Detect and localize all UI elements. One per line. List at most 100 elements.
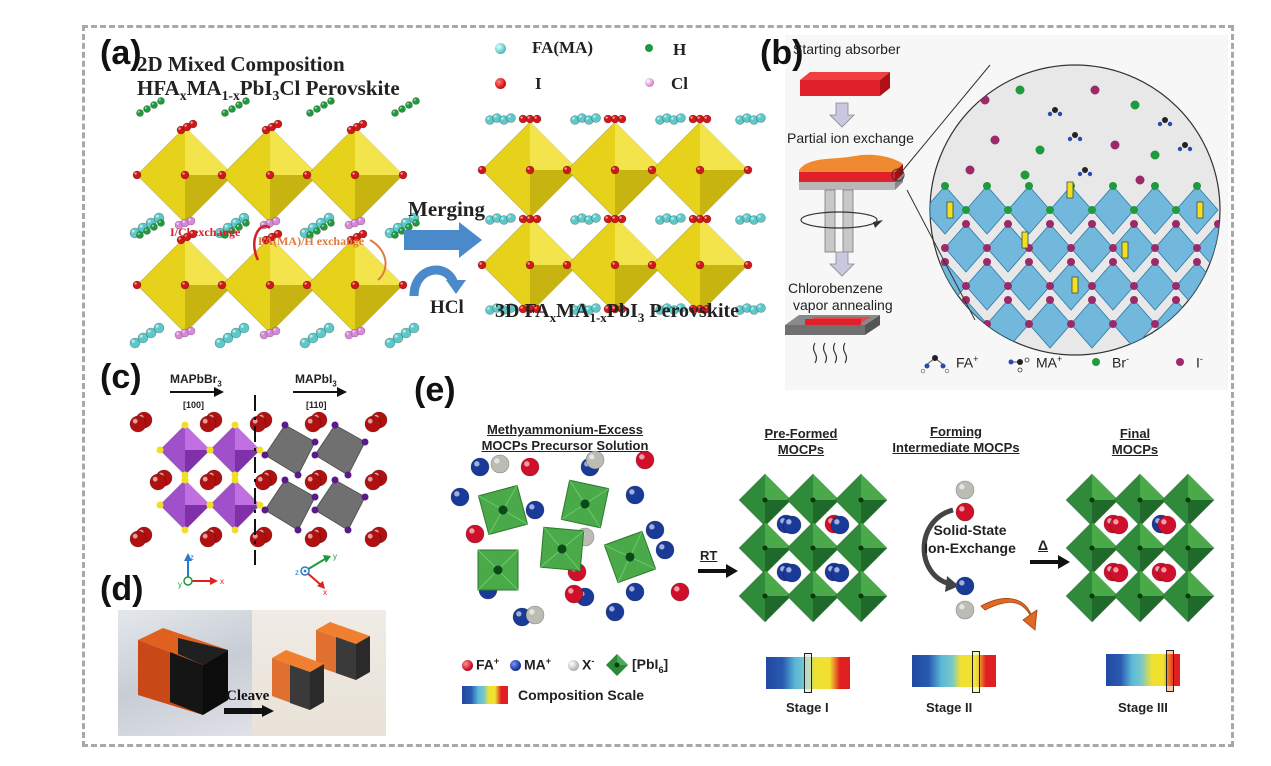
atom-highlight [360,231,363,234]
atom-highlight [664,215,667,218]
organic-cation [1072,132,1078,138]
atom-highlight [479,262,482,265]
iodide-atom [344,526,352,534]
composition-scale-bar [462,686,508,704]
atom-highlight [786,519,792,525]
bromide-atom [156,501,164,509]
atom-highlight [348,127,351,130]
halide-ion [1025,320,1033,328]
hydrogen-atom [398,105,406,113]
atom-highlight [304,172,307,175]
atom-highlight [178,237,181,240]
atom-highlight [737,217,740,220]
pbi6-octahedron [603,530,657,584]
atom-highlight [394,224,398,228]
atom-highlight [307,476,313,482]
chloride-atom [271,216,281,226]
atom-highlight [406,224,409,227]
ic-exchange-label: I/Cl exchange [170,225,241,239]
atom-highlight [202,533,208,539]
atom-highlight [704,116,707,119]
atom-highlight [674,586,680,592]
hydrogen-atom [136,231,144,239]
pbx6-octahedron [1133,185,1177,235]
iodide-atom [217,280,227,290]
iodide-atom [273,119,283,129]
atom-highlight [487,117,490,120]
exchange-arrow-icon [1121,241,1129,259]
atom-highlight [158,98,161,101]
atom-highlight [737,307,740,310]
iodide-atom [532,114,542,124]
cation-front [1157,563,1177,583]
atom-highlight [229,106,232,109]
atom-highlight [678,305,681,308]
halide-ion [1151,320,1159,328]
atom-highlight [612,216,615,219]
fa-cation [564,584,584,604]
ma-cation [199,473,217,491]
hydrogen-atom [228,105,236,113]
svg-text:z: z [295,568,299,577]
starting-absorber-slab-icon [800,72,890,96]
atom-highlight [273,218,276,221]
iodide-atom [617,214,627,224]
halide-ion [1193,258,1201,266]
halide-ion [1067,244,1075,252]
atom-highlight [354,124,357,127]
legend-fa: FA+ [476,656,500,673]
atom-highlight [605,116,608,119]
atom-highlight [386,339,390,343]
atom-highlight [261,222,264,225]
atom-highlight [309,224,313,228]
atom-highlight [664,115,667,118]
atom-highlight [188,218,191,221]
halide-ion [1130,220,1138,228]
fah-exchange-arrow-icon [369,239,387,281]
fah-exchange-label: FA(MA)/H exchange [258,234,365,248]
atom-highlight [605,216,608,219]
chloride-atom [271,326,281,336]
mapbi3-octahedron [314,479,366,531]
halide-ion [983,182,991,190]
iodide-atom [344,471,352,479]
atom-highlight [219,282,222,285]
atom-highlight [619,216,622,219]
halide-ion [1046,296,1054,304]
chloride-atom [186,326,196,336]
halide-ion [1109,244,1117,252]
atom-highlight [1161,519,1167,525]
pbx6-octahedron [1007,185,1051,235]
atom-highlight [240,324,244,328]
iodide-ion [1110,140,1120,150]
atom-highlight [1161,567,1167,573]
ma-cation [364,415,382,433]
mapbi3-octahedron [314,424,366,476]
halide-ion [941,244,949,252]
iodide-ion [990,135,1000,145]
atom-highlight [139,334,143,338]
atom-highlight [360,121,363,124]
exchange-arrow-icon [1071,276,1079,294]
atom-highlight [697,262,700,265]
atom-highlight [834,519,840,525]
stage-marker [804,653,812,693]
iodide-atom [610,165,620,175]
halide-ion [1088,282,1096,290]
atom-highlight [307,232,310,235]
iodide-atom [261,506,269,514]
iodide-atom [311,506,319,514]
atom-highlight [568,588,574,594]
hydrogen-atom [320,223,328,231]
atom-highlight [182,330,185,333]
iodide-atom [265,170,275,180]
panel-e-label: (e) [414,371,456,409]
ma-cation [149,473,167,491]
hydrogen-atom [136,109,144,117]
bromide-atom [156,446,164,454]
fa-ma-cation [506,113,516,123]
bromide-ion [1020,170,1030,180]
bromide-atom [231,471,239,479]
atom-highlight [317,329,321,333]
